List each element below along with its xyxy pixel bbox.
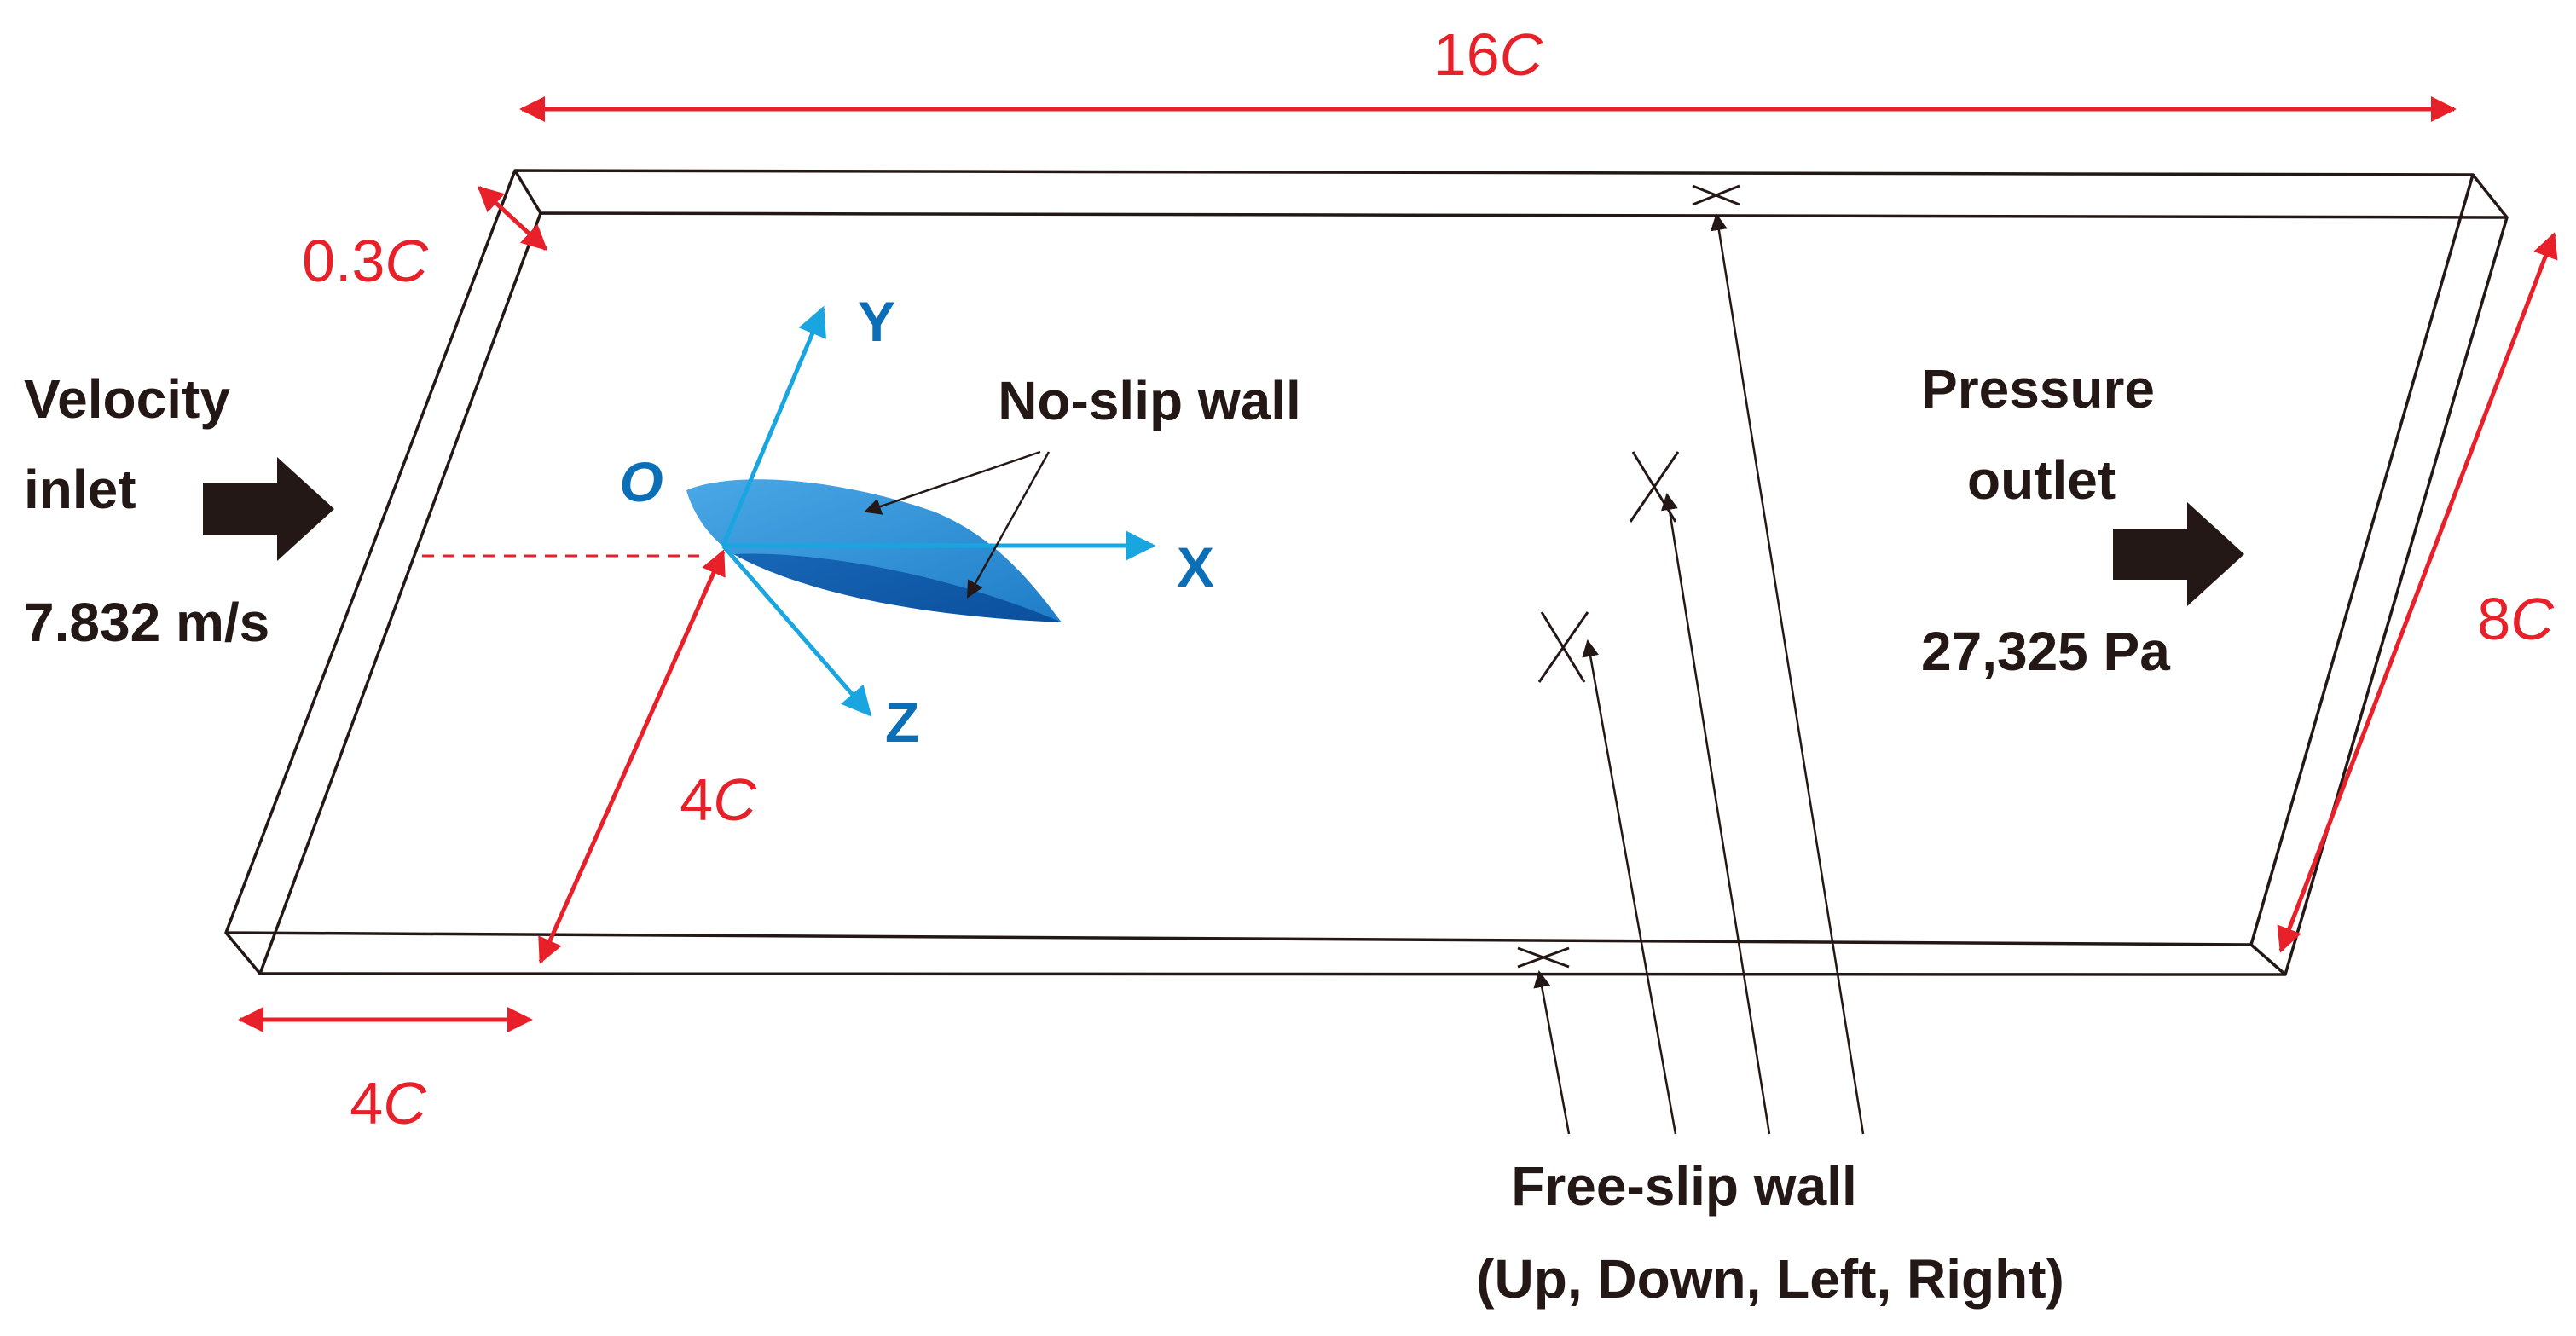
free-slip-markers (1517, 184, 1740, 969)
y-axis-arrow (721, 305, 826, 547)
y-axis-label: Y (858, 290, 895, 353)
no-slip-leaders (864, 450, 1051, 599)
free-slip-label-line2: (Up, Down, Left, Right) (1476, 1248, 2064, 1310)
domain-box (224, 169, 2509, 976)
marker-left (1537, 611, 1589, 683)
origin-label: O (619, 450, 663, 513)
no-slip-label: No-slip wall (998, 370, 1301, 431)
outlet-label-line1: Pressure (1921, 358, 2155, 419)
dim-8c-label: 8C (2477, 586, 2554, 652)
dimension-arrows (238, 96, 2558, 1032)
free-slip-leaders (1533, 213, 1865, 1135)
dim-03c-label: 0.3C (302, 228, 428, 294)
z-axis-arrow (721, 544, 872, 717)
free-slip-label-line1: Free-slip wall (1511, 1155, 1856, 1217)
inlet-label-line2: inlet (24, 459, 136, 520)
outlet-pressure-value: 27,325 Pa (1921, 621, 2170, 682)
inlet-label-line1: Velocity (24, 368, 230, 430)
z-axis-label: Z (885, 691, 919, 754)
dim-4c-vertical-arrow (538, 549, 726, 964)
domain-bottom-face (258, 211, 2509, 976)
marker-right (1629, 451, 1680, 523)
dim-8c-arrow (2277, 232, 2558, 953)
inlet-flow-arrow (203, 457, 334, 561)
dim-4c-vertical-label: 4C (680, 766, 756, 833)
dim-4c-horizontal-label: 4C (350, 1070, 426, 1136)
x-axis-label: X (1177, 535, 1214, 599)
marker-down (1517, 946, 1570, 969)
dim-03c-arrow (477, 185, 548, 252)
dim-16c-label: 16C (1433, 21, 1543, 88)
inlet-velocity-value: 7.832 m/s (24, 592, 269, 653)
marker-up (1692, 184, 1740, 206)
outlet-flow-arrow (2113, 502, 2244, 606)
coordinate-axes (721, 305, 1156, 717)
outlet-label-line2: outlet (1967, 449, 2116, 511)
